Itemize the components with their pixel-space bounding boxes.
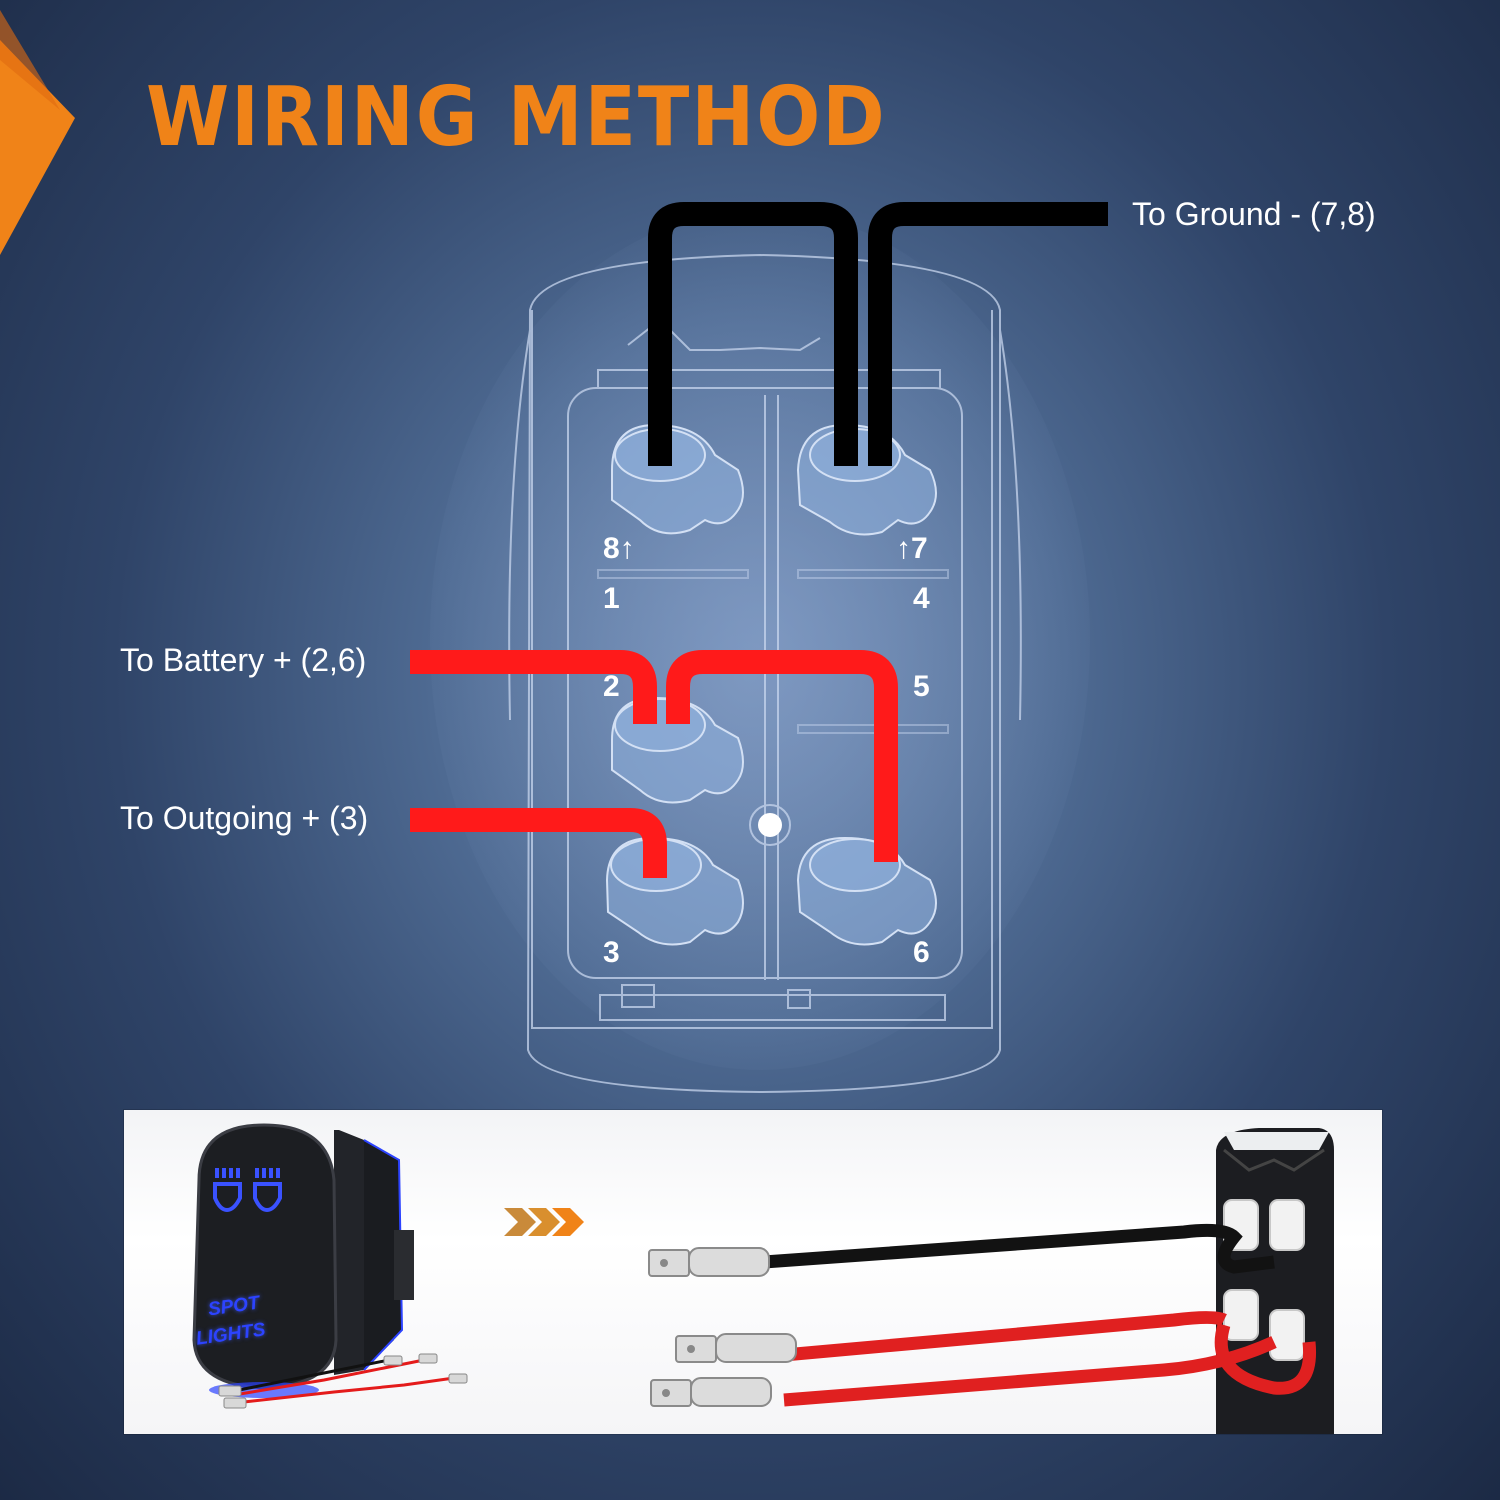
pin-2-label: 2 bbox=[603, 670, 620, 703]
pin-3-label: 3 bbox=[603, 936, 620, 969]
page-title: WIRING METHOD bbox=[146, 70, 887, 165]
pin-7-label: ↑7 bbox=[896, 532, 928, 565]
rocker-switch-front-image bbox=[192, 1123, 468, 1409]
power-wires bbox=[410, 650, 898, 878]
product-illustration bbox=[192, 1123, 1334, 1434]
ground-label: To Ground - (7,8) bbox=[1132, 196, 1376, 232]
product-photo-panel: SPOT LIGHTS bbox=[124, 1110, 1382, 1434]
pin-8-label: 8↑ bbox=[603, 532, 635, 565]
pin-6-label: 6 bbox=[913, 936, 930, 969]
pin-1-label: 1 bbox=[603, 582, 620, 615]
ground-wires bbox=[648, 202, 1108, 466]
battery-label: To Battery + (2,6) bbox=[120, 642, 367, 678]
pin-4-label: 4 bbox=[913, 582, 930, 615]
center-indicator-light bbox=[758, 813, 782, 837]
switch-housing-outline bbox=[508, 253, 1022, 1094]
terminal-8 bbox=[611, 423, 744, 535]
pin-5-label: 5 bbox=[913, 670, 930, 703]
wiring-diagram bbox=[410, 202, 1108, 1094]
triple-chevron-right-icon bbox=[504, 1208, 584, 1236]
outgoing-label: To Outgoing + (3) bbox=[120, 800, 369, 836]
spot-lights-icon bbox=[213, 1168, 282, 1213]
rocker-switch-rear-wired-image bbox=[648, 1128, 1334, 1434]
corner-accent-chevron bbox=[0, 10, 75, 255]
